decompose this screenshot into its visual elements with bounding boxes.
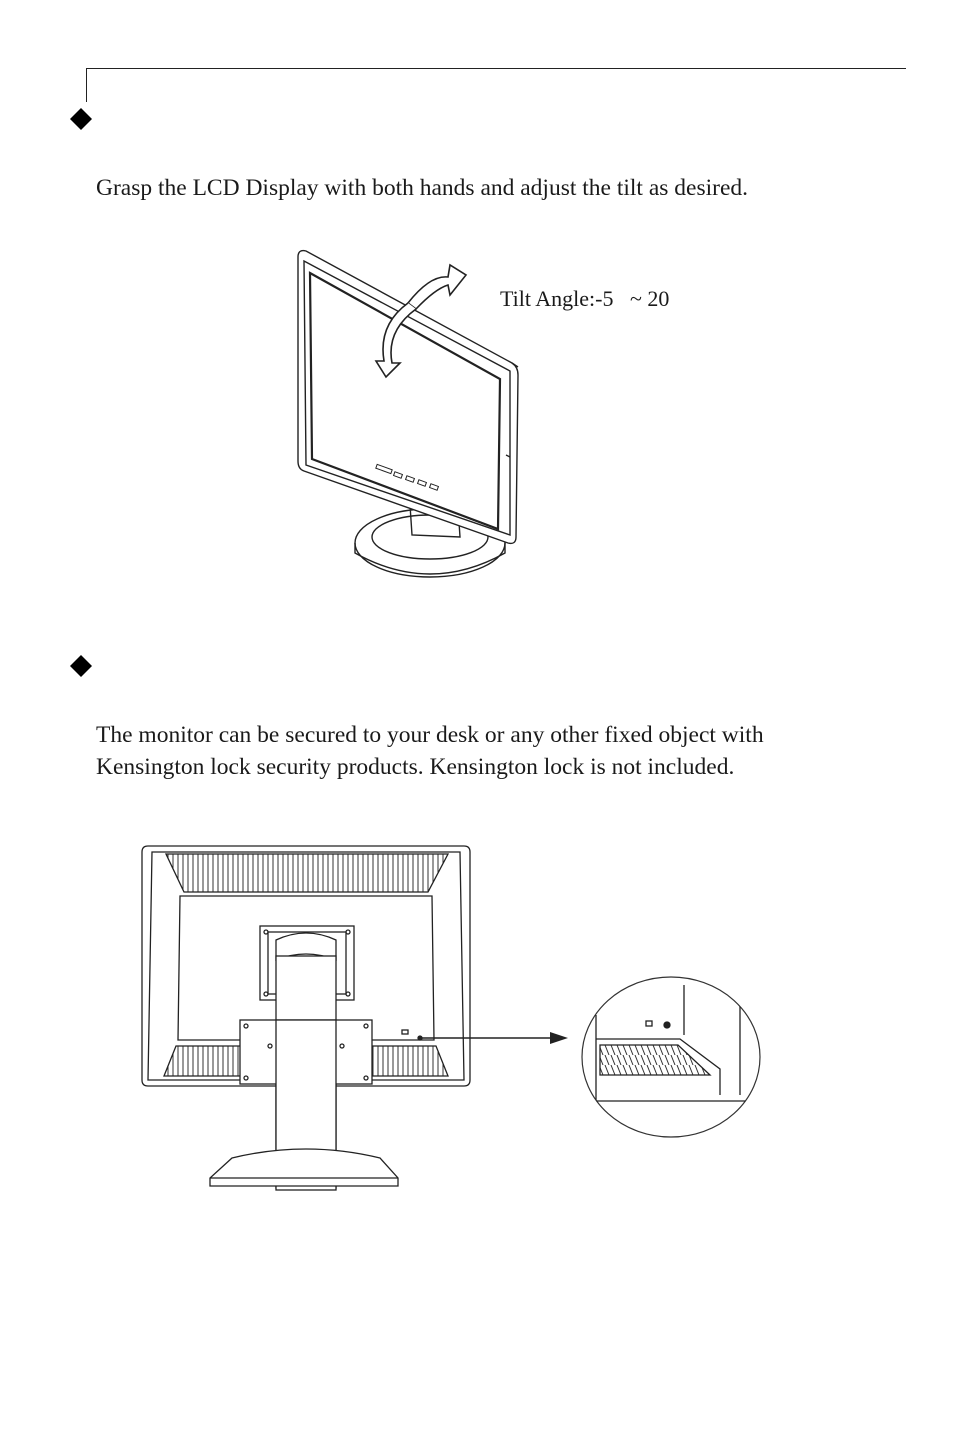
diamond-bullet-icon [70, 108, 92, 130]
header-rule [86, 68, 906, 69]
diamond-bullet-icon [70, 655, 92, 677]
monitor-rear-illustration [141, 845, 471, 1191]
curved-double-arrow-icon [374, 263, 468, 379]
header-corner-rule [86, 68, 87, 102]
kensington-line-2: Kensington lock security products. Kensi… [96, 754, 735, 780]
kensington-line-1: The monitor can be secured to your desk … [96, 722, 764, 748]
monitor-tilt-illustration [297, 249, 519, 578]
kensington-slot-closeup [581, 976, 761, 1138]
arrow-right-icon [422, 1032, 568, 1044]
tilt-instructions: Grasp the LCD Display with both hands an… [96, 175, 749, 201]
tilt-angle-label: Tilt Angle:-5 ~ 20 [500, 286, 670, 311]
